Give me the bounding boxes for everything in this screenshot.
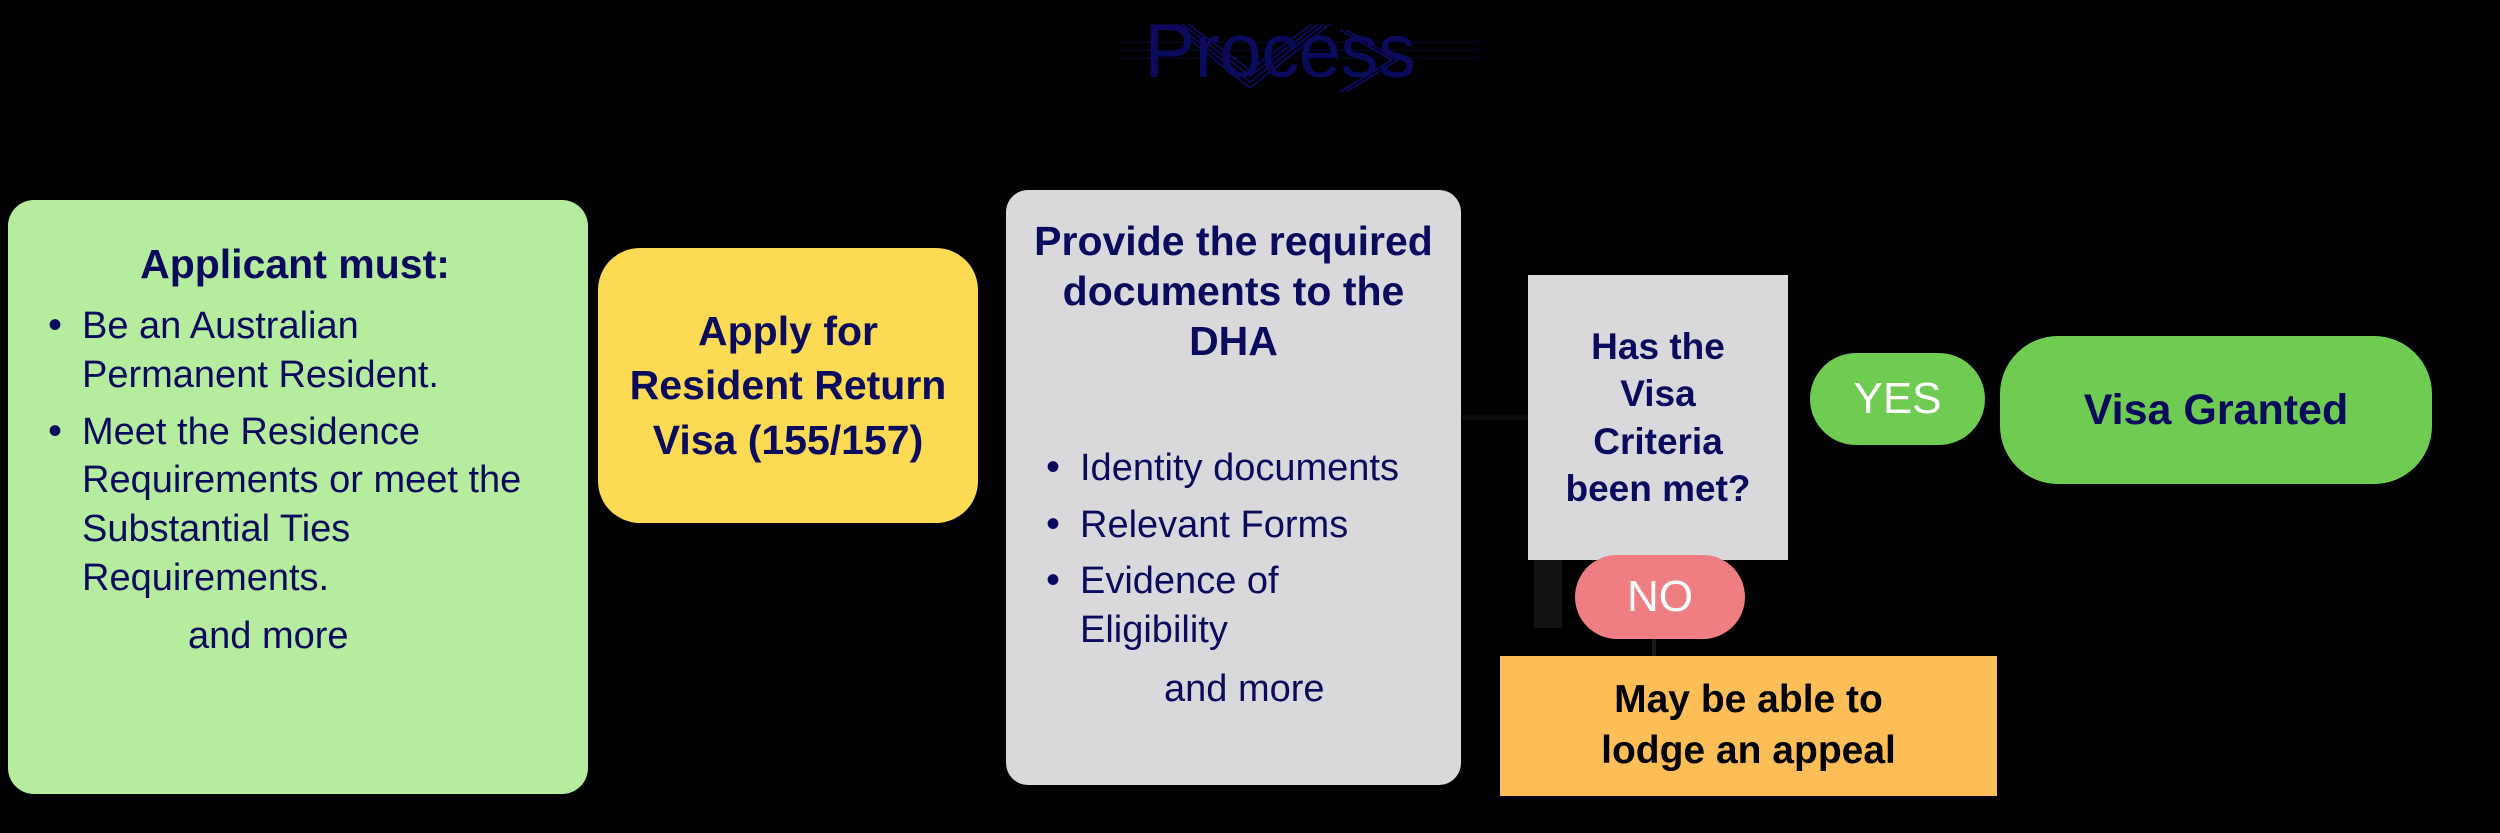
page-title: Process	[1144, 9, 1416, 94]
node-decision-visa-criteria: Has the Visa Criteria been met?	[1528, 275, 1788, 560]
applicant-heading: Applicant must:	[140, 241, 450, 287]
applicant-bullet-list: Be an Australian Permanent Resident. Mee…	[38, 300, 552, 610]
visa-granted-label: Visa Granted	[2083, 385, 2349, 434]
page-title-region: Process	[1000, 2, 1560, 102]
decision-line-4: been met?	[1565, 467, 1751, 509]
documents-bullet-list: Identity documents Relevant Forms Eviden…	[1032, 442, 1435, 663]
connector-documents-to-decision	[1462, 415, 1528, 420]
node-apply-resident-return-visa: Apply for Resident Return Visa (155/157)	[598, 248, 978, 523]
connector-decision-to-no	[1534, 560, 1562, 628]
list-item: Relevant Forms	[1032, 499, 1435, 550]
connector-no-to-appeal	[1652, 635, 1656, 663]
list-item: Be an Australian Permanent Resident.	[38, 300, 552, 399]
node-lodge-appeal: May be able to lodge an appeal	[1500, 656, 1997, 796]
appeal-line-1: May be able to	[1614, 678, 1883, 722]
list-item: Identity documents	[1032, 442, 1435, 493]
apply-line-1: Apply for	[698, 308, 878, 355]
applicant-footer: and more	[188, 615, 349, 658]
decision-line-3: Criteria	[1593, 420, 1723, 462]
decision-line-1: Has the	[1591, 325, 1725, 367]
list-item: Evidence of Eligibility	[1032, 555, 1435, 654]
node-provide-documents: Provide the required documents to the DH…	[1006, 190, 1461, 785]
apply-line-2: Resident Return	[629, 362, 947, 409]
yes-label: YES	[1853, 374, 1942, 423]
documents-footer: and more	[1164, 667, 1325, 710]
no-label: NO	[1627, 572, 1693, 621]
documents-heading: Provide the required documents to the DH…	[1034, 218, 1433, 365]
node-visa-granted: Visa Granted	[2000, 336, 2432, 484]
list-item: Meet the Residence Requirements or meet …	[38, 406, 552, 603]
apply-line-3: Visa (155/157)	[652, 416, 924, 463]
node-applicant-requirements: Applicant must: Be an Australian Permane…	[8, 200, 588, 794]
branch-label-yes: YES	[1810, 353, 1985, 445]
appeal-line-2: lodge an appeal	[1601, 729, 1896, 772]
branch-label-no: NO	[1575, 555, 1745, 639]
decision-line-2: Visa	[1620, 373, 1696, 415]
